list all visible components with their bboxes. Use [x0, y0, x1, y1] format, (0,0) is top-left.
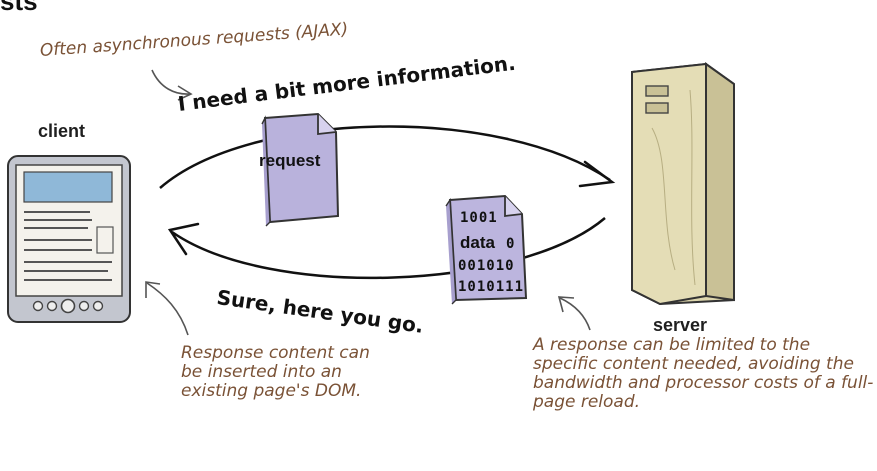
dom-insert-note: Response content can be inserted into an… [181, 343, 370, 402]
page-title: sts [0, 0, 38, 16]
dom-pointer-arrow [146, 282, 189, 336]
limited-response-note: A response can be limited to the specifi… [533, 335, 874, 413]
data-document-label: data [460, 233, 495, 252]
async-pointer-arrowhead [177, 85, 193, 101]
dom-pointer-arrowhead [145, 281, 161, 298]
server-label: server [653, 315, 708, 335]
limit-pointer-arrow [559, 297, 591, 331]
client-device-icon [7, 155, 131, 323]
binary-line-2: 0 [506, 236, 516, 252]
binary-line-4: 1010111 [458, 279, 525, 295]
request-arrow [159, 125, 611, 189]
response-arrowhead [167, 222, 200, 256]
async-pointer-arrow [151, 69, 191, 95]
server-tower-icon [631, 62, 735, 306]
binary-line-3: 001010 [458, 258, 515, 274]
limit-pointer-arrowhead [557, 296, 575, 313]
request-document-icon [261, 112, 340, 227]
client-label: client [38, 121, 86, 141]
response-arrow [171, 217, 606, 280]
request-arrowhead [578, 160, 616, 188]
request-document-label: request [259, 151, 321, 170]
data-document-icon [445, 194, 528, 305]
binary-line-1: 1001 [460, 210, 498, 226]
